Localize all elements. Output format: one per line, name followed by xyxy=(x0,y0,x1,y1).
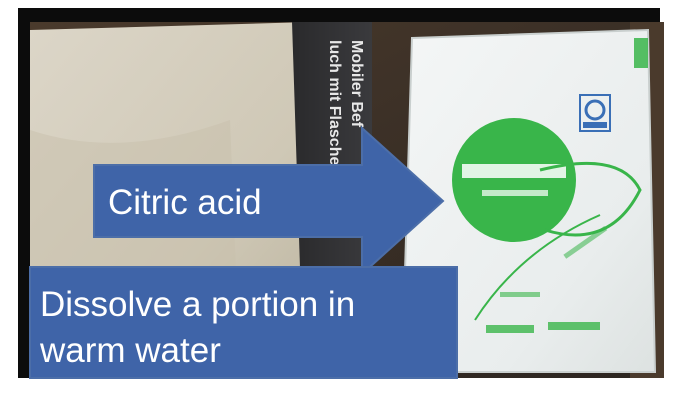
svg-text:Mobiler Bef: Mobiler Bef xyxy=(348,40,365,128)
citric-acid-arrow: Citric acid xyxy=(93,125,445,277)
instruction-line-1: Dissolve a portion in xyxy=(40,285,355,324)
qs-logo-icon xyxy=(579,94,611,132)
arrow-label: Citric acid xyxy=(108,183,262,222)
instruction-box: Dissolve a portion in warm water xyxy=(29,266,458,379)
citric-acid-packet xyxy=(400,28,657,373)
svg-text:luch mit Flasche: luch mit Flasche xyxy=(326,40,343,165)
instruction-line-2: warm water xyxy=(39,331,221,370)
green-circle-logo xyxy=(452,118,576,242)
